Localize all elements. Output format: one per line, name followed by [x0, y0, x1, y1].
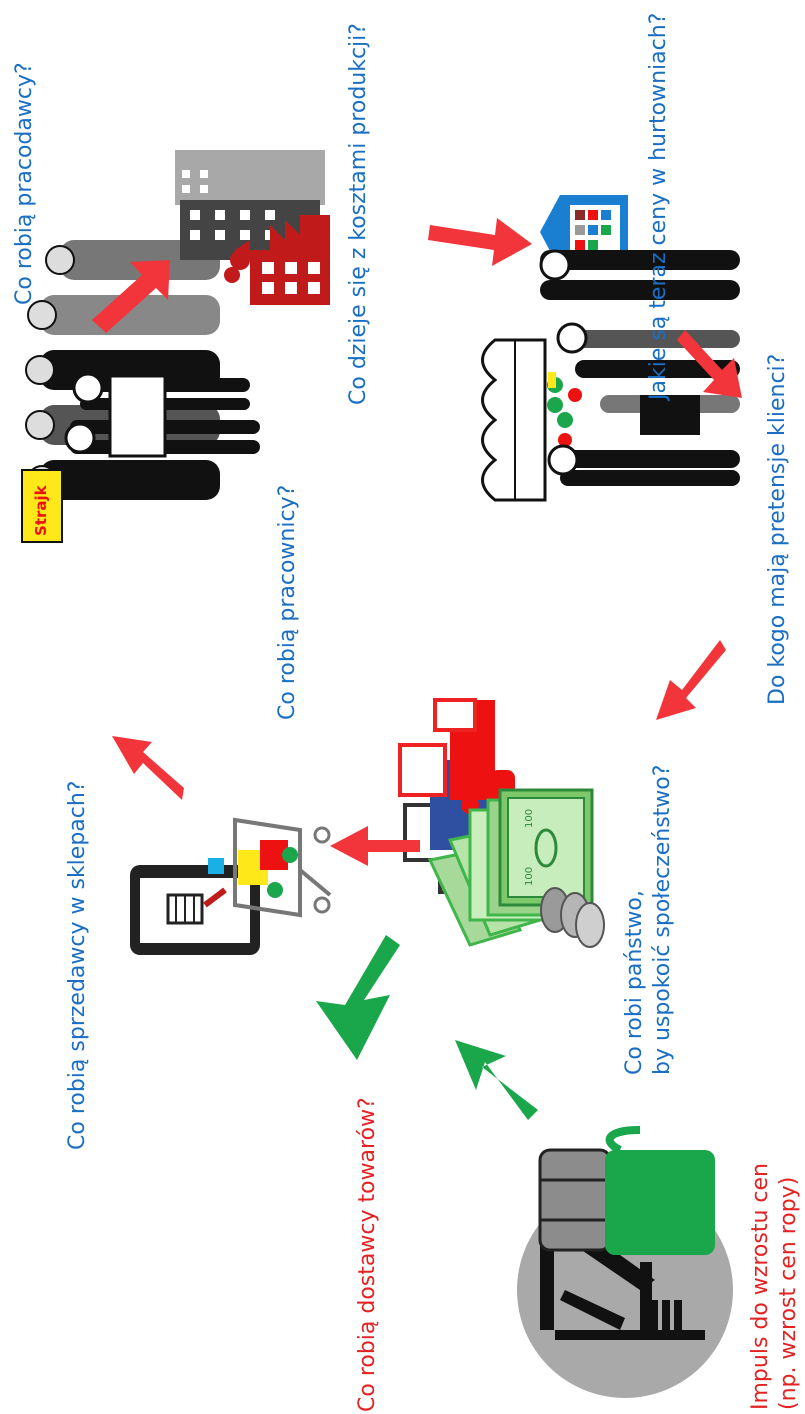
- arrow-cart-to-workers: [112, 736, 184, 800]
- shopping-cart-icon: [130, 817, 332, 955]
- arrow-suppliers-to-cart: [316, 935, 400, 1060]
- label-state-line1: Co robi państwo,: [622, 890, 647, 1075]
- arrow-money-to-cart: [330, 826, 420, 866]
- factory-icon: [175, 150, 330, 305]
- angry-customers-icon: [481, 249, 740, 502]
- label-impulse-line2: (np. wzrost cen ropy): [776, 1176, 801, 1410]
- svg-text:100: 100: [524, 867, 535, 886]
- label-suppliers: Co robią dostawcy towarów?: [355, 1097, 380, 1412]
- oil-impulse-icon: [517, 1126, 733, 1398]
- label-production-costs: Co dzieje się z kosztami produkcji?: [346, 23, 371, 405]
- svg-text:Strajk: Strajk: [32, 484, 50, 536]
- label-employers: Co robią pracodawcy?: [12, 62, 37, 305]
- money-icon: 100 100: [427, 788, 605, 948]
- label-shop-sellers: Co robią sprzedawcy w sklepach?: [65, 780, 90, 1151]
- label-wholesale-prices: Jakie są teraz ceny w hurtowniach?: [646, 12, 671, 400]
- arrow-oil-to-suppliers: [455, 1040, 538, 1120]
- label-impulse-line1: Impuls do wzrostu cen: [748, 1163, 773, 1410]
- label-state-line2: by uspokoić społeczeństwo?: [650, 764, 675, 1075]
- employers-icon: [64, 372, 260, 458]
- arrow-factory-to-wholesale: [428, 218, 532, 266]
- arrow-customers-to-state: [656, 640, 726, 720]
- svg-text:100: 100: [524, 809, 535, 828]
- label-customers: Do kogo mają pretensje klienci?: [765, 353, 790, 705]
- label-workers: Co robią pracownicy?: [275, 484, 300, 720]
- arrow-wholesale-to-customers: [677, 330, 742, 398]
- arrow-employers-to-factory: [92, 260, 170, 333]
